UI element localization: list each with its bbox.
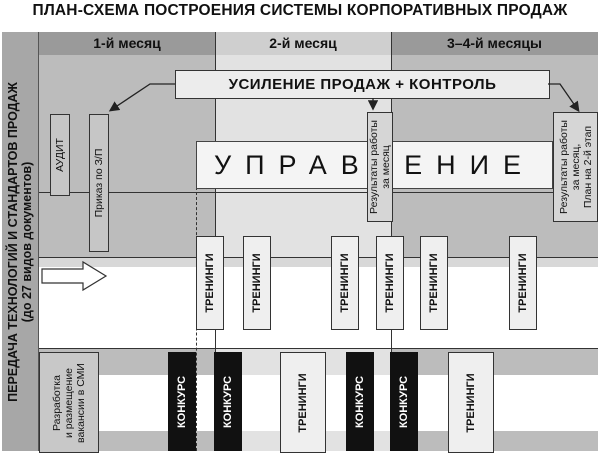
contest-block: КОНКУРС bbox=[346, 352, 374, 451]
header-month-3-4: 3–4-й месяцы bbox=[391, 32, 598, 55]
contest-block: КОНКУРС bbox=[390, 352, 418, 451]
training-block: ТРЕНИНГИ bbox=[420, 236, 448, 330]
arrow-to-plan bbox=[548, 83, 580, 113]
contest-block: КОНКУРС bbox=[168, 352, 196, 451]
band-top bbox=[39, 257, 598, 267]
vacancy-box: Разработка и размещение вакансии в СМИ bbox=[39, 352, 99, 453]
band-main bbox=[39, 267, 598, 348]
divider-upper bbox=[39, 192, 598, 193]
header-month-1: 1-й месяц bbox=[39, 32, 215, 55]
training-block: ТРЕНИНГИ bbox=[331, 236, 359, 330]
order-box: Приказ по З/П bbox=[89, 114, 109, 252]
training-block: ТРЕНИНГИ bbox=[509, 236, 537, 330]
arrow-to-order bbox=[108, 83, 175, 112]
divider-band-main bbox=[39, 348, 598, 349]
diagram-title: ПЛАН-СХЕМА ПОСТРОЕНИЯ СИСТЕМЫ КОРПОРАТИВ… bbox=[32, 2, 568, 19]
direction-arrow bbox=[41, 260, 108, 292]
training-block: ТРЕНИНГИ bbox=[376, 236, 404, 330]
contest-block: КОНКУРС bbox=[214, 352, 242, 451]
training-block: ТРЕНИНГИ bbox=[243, 236, 271, 330]
header-month-2: 2-й месяц bbox=[215, 32, 391, 55]
results-plan-box: Результаты работы за месяц, План на 2-й … bbox=[553, 112, 598, 222]
training-block: ТРЕНИНГИ bbox=[196, 236, 224, 330]
results-month-box: Результаты работы за месяц bbox=[367, 112, 393, 222]
audit-box: АУДИТ bbox=[50, 114, 70, 196]
side-label-strip: ПЕРЕДАЧА ТЕХНОЛОГИЙ И СТАНДАРТОВ ПРОДАЖ … bbox=[2, 32, 39, 451]
training-block-bottom: ТРЕНИНГИ bbox=[448, 352, 494, 453]
divider-band-top bbox=[39, 257, 598, 258]
